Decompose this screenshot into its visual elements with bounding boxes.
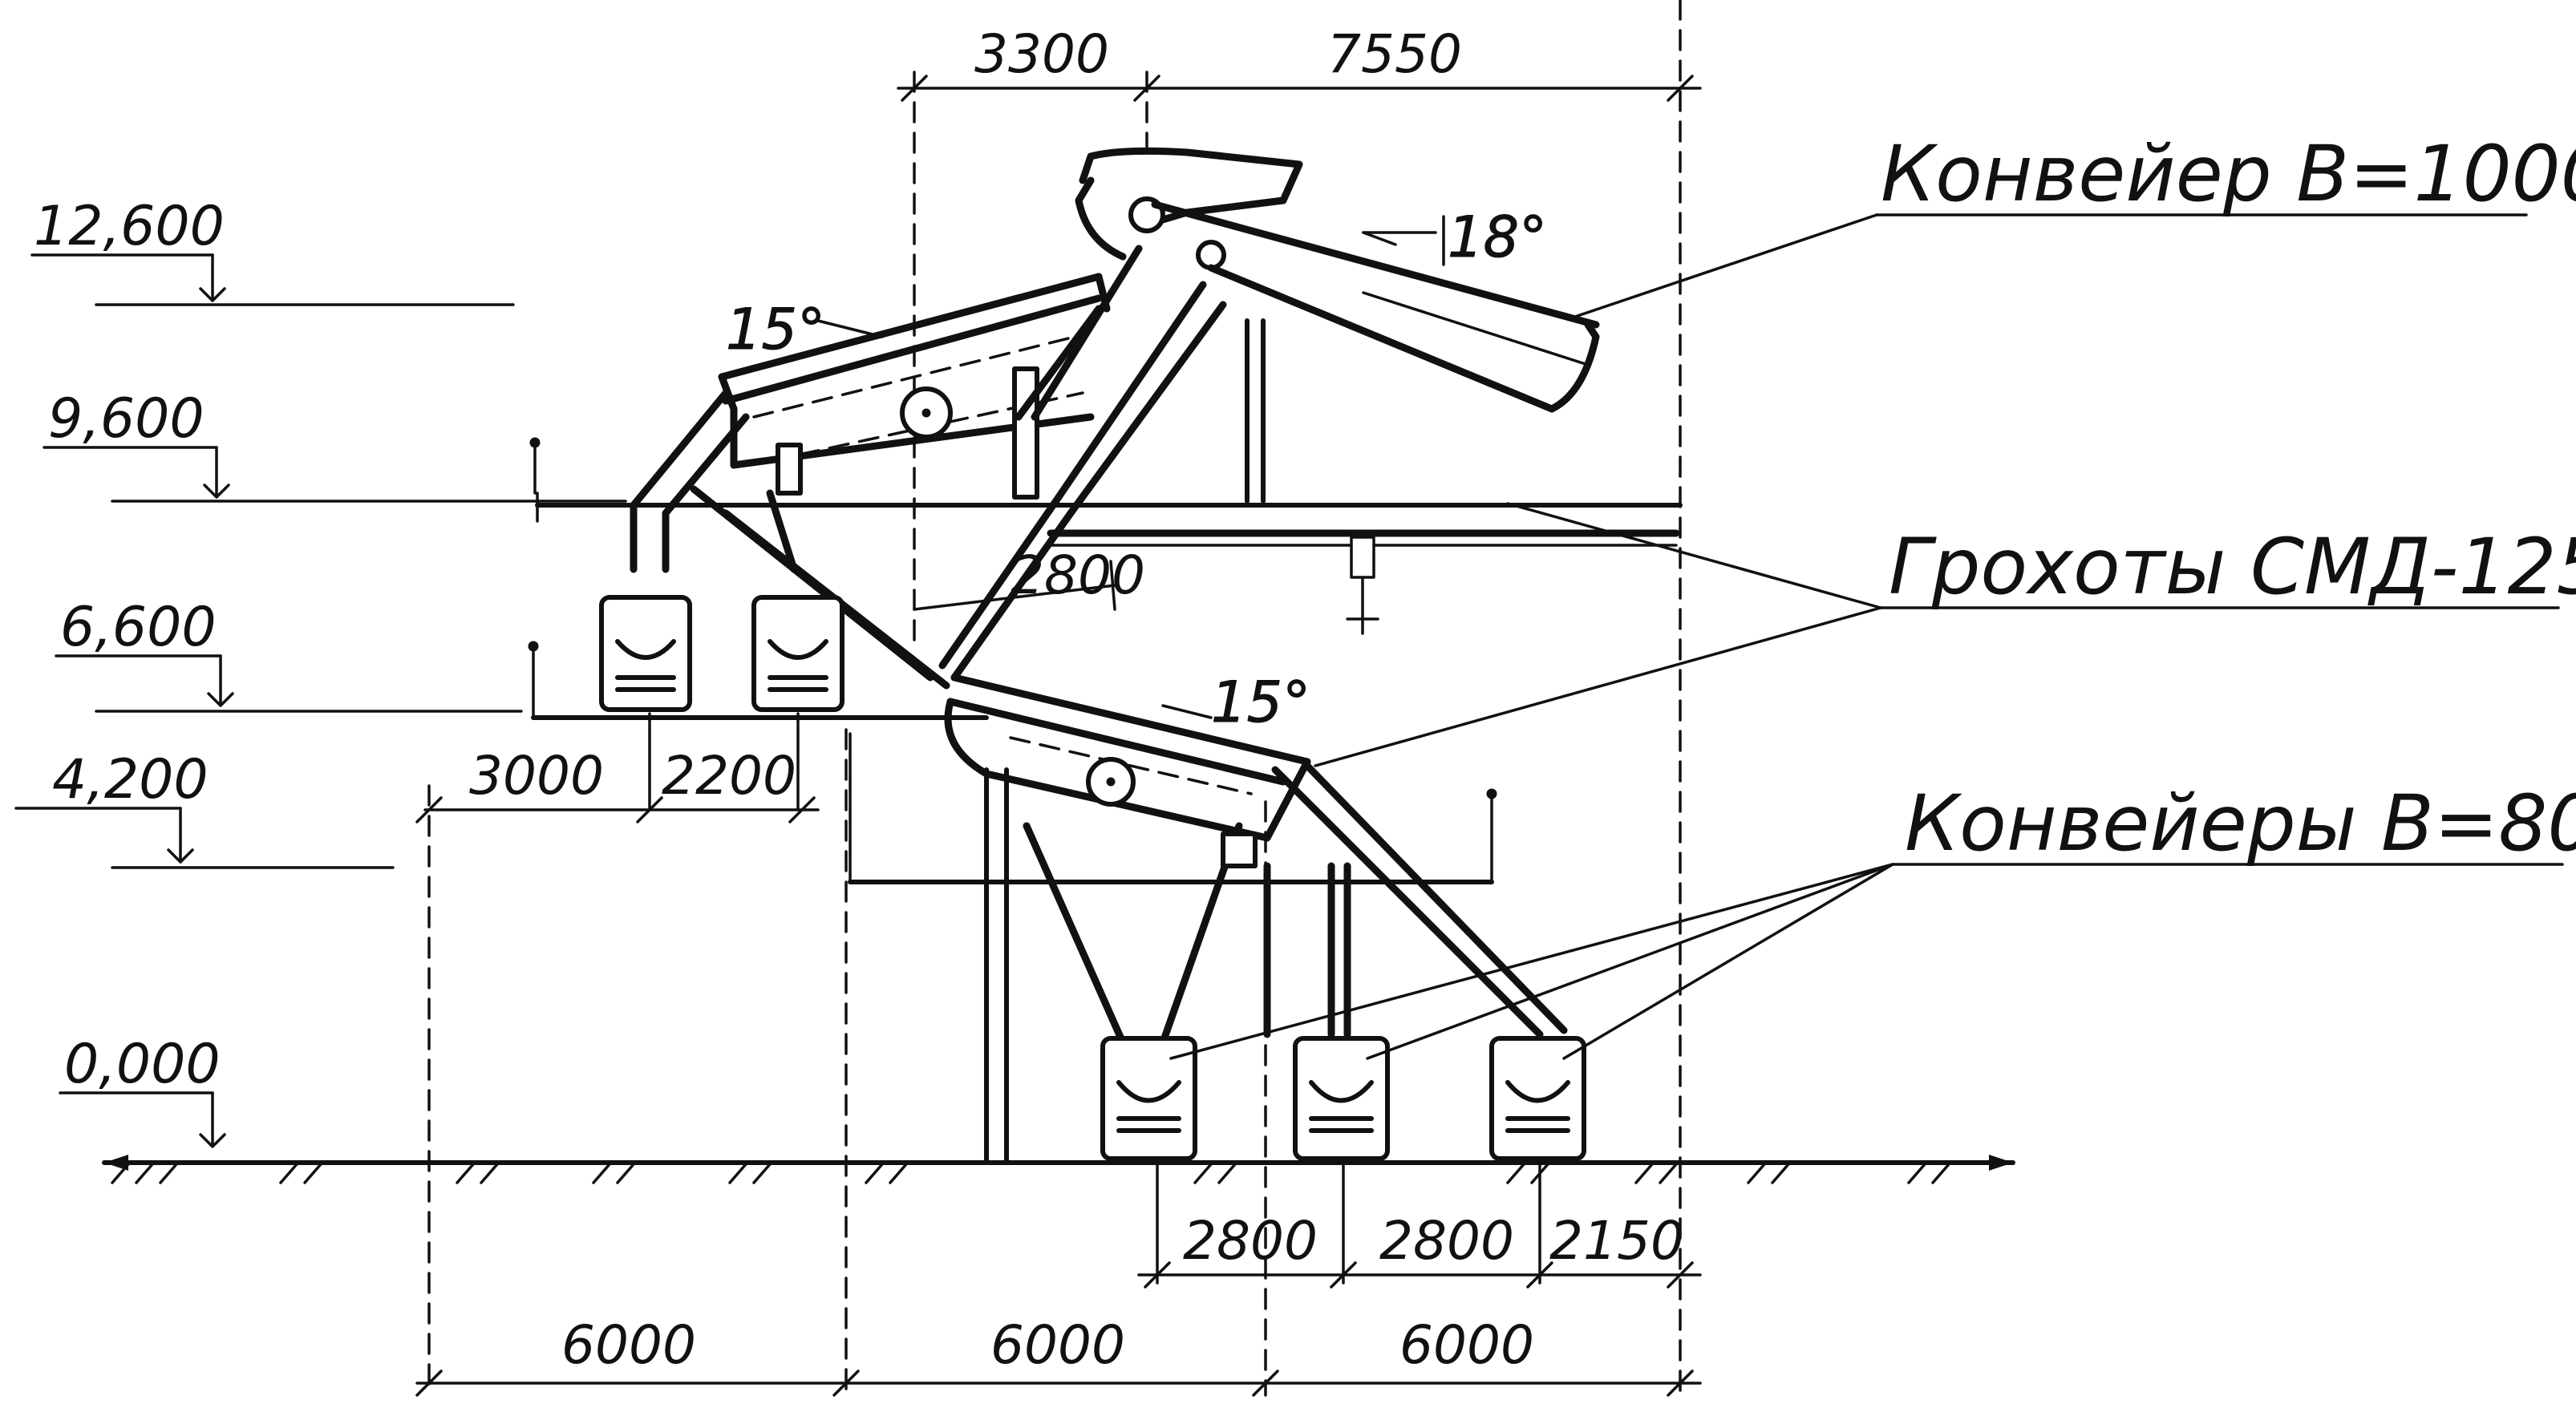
callout-conveyor-1000: Конвейер В=1000 [1566,129,2576,321]
dim-2200: 2200 [662,745,796,807]
svg-text:4,200: 4,200 [52,748,209,811]
callout-conveyors-800: Конвейеры В=800 [1169,779,2576,1060]
upper-conveyor: 18° [1075,147,1600,413]
dim-2800-b1: 2800 [1183,1210,1318,1272]
dim-6000-1: 6000 [561,1314,696,1376]
angle-15-lower: 15° [1211,670,1310,735]
conveyor-head-4 [1293,1036,1390,1161]
conveyor-head-2 [751,595,844,712]
dim-7550: 7550 [1327,23,1462,85]
elevation-6600: 6,600 [55,596,523,713]
lower-screen: 15° [944,670,1311,868]
dim-mid-row: 3000 2200 [415,712,820,823]
dim-3300: 3300 [974,23,1109,85]
conveyor-heads-lower [1100,1036,1586,1161]
angle-18: 18° [1448,204,1547,270]
callout-conveyors-800-text: Конвейеры В=800 [1905,779,2576,868]
elevation-4200: 4,200 [14,748,395,869]
dim-screen-offset: 2800 [913,544,1145,611]
dim-2150: 2150 [1549,1210,1684,1272]
elevation-0000: 0,000 [59,1033,226,1148]
top-dimension-line: 3300 7550 [897,23,1702,102]
elevation-12600: 12,600 [30,195,515,306]
dim-2800-b2: 2800 [1379,1210,1514,1272]
elevation-9600: 9,600 [43,387,627,503]
callout-conveyor-1000-text: Конвейер В=1000 [1881,129,2576,219]
dim-bottom-row1: 2800 2800 2150 [1137,1161,1702,1289]
elevation-marks: 12,600 9,600 6,600 4,200 0,000 [14,195,627,1148]
svg-text:12,600: 12,600 [34,195,225,258]
dim-3000: 3000 [469,745,604,807]
svg-text:0,000: 0,000 [64,1033,221,1096]
callout-screens-text: Грохоты СМД-125 [1889,522,2576,612]
upper-screen: 15° [718,273,1111,500]
conveyor-head-5 [1489,1036,1586,1161]
svg-text:6,600: 6,600 [60,596,217,659]
floor-platforms [528,318,1683,1165]
dim-bottom-row2: 6000 6000 6000 [415,1314,1702,1397]
chutes [630,245,1568,1046]
ground-line [102,1155,2015,1184]
conveyor-heads-upper [599,595,844,712]
conveyor-head-1 [599,595,692,712]
dim-6000-3: 6000 [1399,1314,1534,1376]
dim-2800-mid: 2800 [1011,544,1145,606]
conveyor-head-3 [1100,1036,1197,1161]
angle-15-upper: 15° [726,297,825,362]
callout-screens: Грохоты СМД-125 [1314,502,2576,767]
svg-text:9,600: 9,600 [48,387,205,451]
dim-6000-2: 6000 [990,1314,1125,1376]
